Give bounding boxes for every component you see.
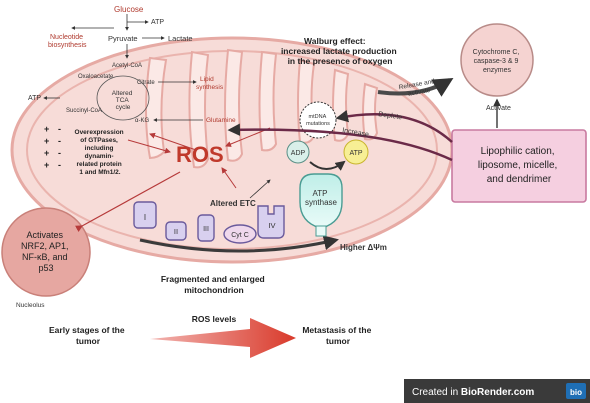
cytochrome-c-label: Cyt C: [231, 232, 249, 239]
walburg-effect-label: Walburg effect: increased lactate produc…: [281, 36, 399, 66]
increase-label: Increase: [342, 127, 370, 139]
svg-text:+: +: [44, 124, 49, 134]
svg-text:-: -: [58, 124, 61, 134]
complex-i-label: I: [144, 213, 146, 222]
complex-iii-label: III: [203, 226, 209, 233]
plus-minus-column: +- +- +- +-: [44, 124, 61, 170]
nucleotide-biosynthesis-label: Nucleotide biosynthesis: [48, 34, 87, 49]
proton-gradient-arrow: [139, 235, 339, 253]
oxaloacetate-label: Oxaloacetate: [78, 74, 114, 80]
lactate-label: Lactate: [168, 34, 193, 43]
atp-circle: [343, 139, 369, 165]
atp-synthase-stalk: [315, 225, 327, 237]
deplete-arrow: [335, 109, 453, 143]
nucleolus-label: Nucleolus: [16, 302, 45, 309]
ros-levels-label: ROS levels: [192, 314, 237, 324]
svg-text:+: +: [44, 160, 49, 170]
increase-arrow: [227, 123, 453, 162]
tca-cycle-ring: [96, 75, 150, 121]
adp-circle: [286, 140, 310, 164]
svg-text:+: +: [44, 148, 49, 158]
atp-left-label: ATP: [28, 95, 41, 102]
early-stages-label: Early stages of the tumor: [49, 325, 127, 346]
electron-transport-chain: I II III Cyt C IV: [133, 201, 285, 244]
lipid-synthesis-label: Lipid synthesis: [196, 76, 224, 91]
atp-synthase: [299, 173, 343, 229]
succinyl-coa-label: Succinyl-CoA: [66, 108, 102, 114]
citrate-label: Citrate: [137, 80, 155, 86]
adp-label: ADP: [291, 150, 306, 157]
atp-circle-label: ATP: [349, 150, 362, 157]
activate-label: Activate: [486, 105, 511, 112]
alpha-kg-label: α-KG: [135, 118, 149, 124]
complex-ii: [165, 221, 187, 241]
nucleus-circle: [1, 207, 91, 297]
complex-ii-label: II: [174, 227, 178, 236]
altered-tca-cycle-label: Altered TCA cycle: [112, 90, 134, 111]
svg-text:-: -: [58, 136, 61, 146]
deplete-label: Deplete: [378, 111, 403, 121]
svg-text:+: +: [44, 136, 49, 146]
biorender-logo: bio: [570, 388, 582, 397]
activates-label: Activates NRF2, AP1, NF-κB, and p53: [21, 230, 71, 273]
pyruvate-label: Pyruvate: [108, 34, 138, 43]
release-activate-arrow: [377, 77, 454, 97]
atp-synthase-label: ATP synthase: [305, 189, 338, 207]
lipophilic-cation-box: [451, 129, 587, 203]
complex-iv-label: IV: [268, 221, 275, 230]
metastasis-label: Metastasis of the tumor: [302, 325, 373, 346]
lipophilic-cation-label: Lipophilic cation, liposome, micelle, an…: [478, 146, 560, 185]
biorender-logo-box: [566, 383, 586, 399]
fragmented-mitochondrion-caption: Fragmented and enlarged mitochondrion: [161, 274, 267, 295]
biorender-text: Created in BioRender.com: [412, 387, 534, 398]
gtpase-overexpression-label: Overexpression of GTPases, including dyn…: [75, 129, 126, 176]
svg-text:-: -: [58, 160, 61, 170]
ros-levels-arrow: [150, 318, 296, 358]
cytochrome-c: [223, 224, 257, 244]
atp-top-label: ATP: [151, 19, 164, 26]
adp-to-atp-arrow: [309, 160, 346, 171]
glutamine-label: Glutamine: [206, 117, 236, 124]
biorender-badge: [404, 379, 590, 403]
complex-iii: [197, 214, 215, 242]
complex-iv: [257, 205, 285, 239]
acetyl-coa-label: Acetyl-CoA: [112, 63, 142, 69]
mtdna-mutations-label: mtDNA mutations: [306, 114, 330, 127]
higher-potential-label: Higher ΔΨm: [340, 243, 387, 252]
svg-text:-: -: [58, 148, 61, 158]
cytochrome-caspase-circle: [460, 23, 534, 97]
cytochrome-caspase-label: Cytochrome C, caspase-3 & 9 enzymes: [473, 49, 522, 74]
altered-etc-label: Altered ETC: [210, 199, 256, 208]
complex-i: [133, 201, 157, 229]
glucose-label: Glucose: [114, 5, 144, 14]
